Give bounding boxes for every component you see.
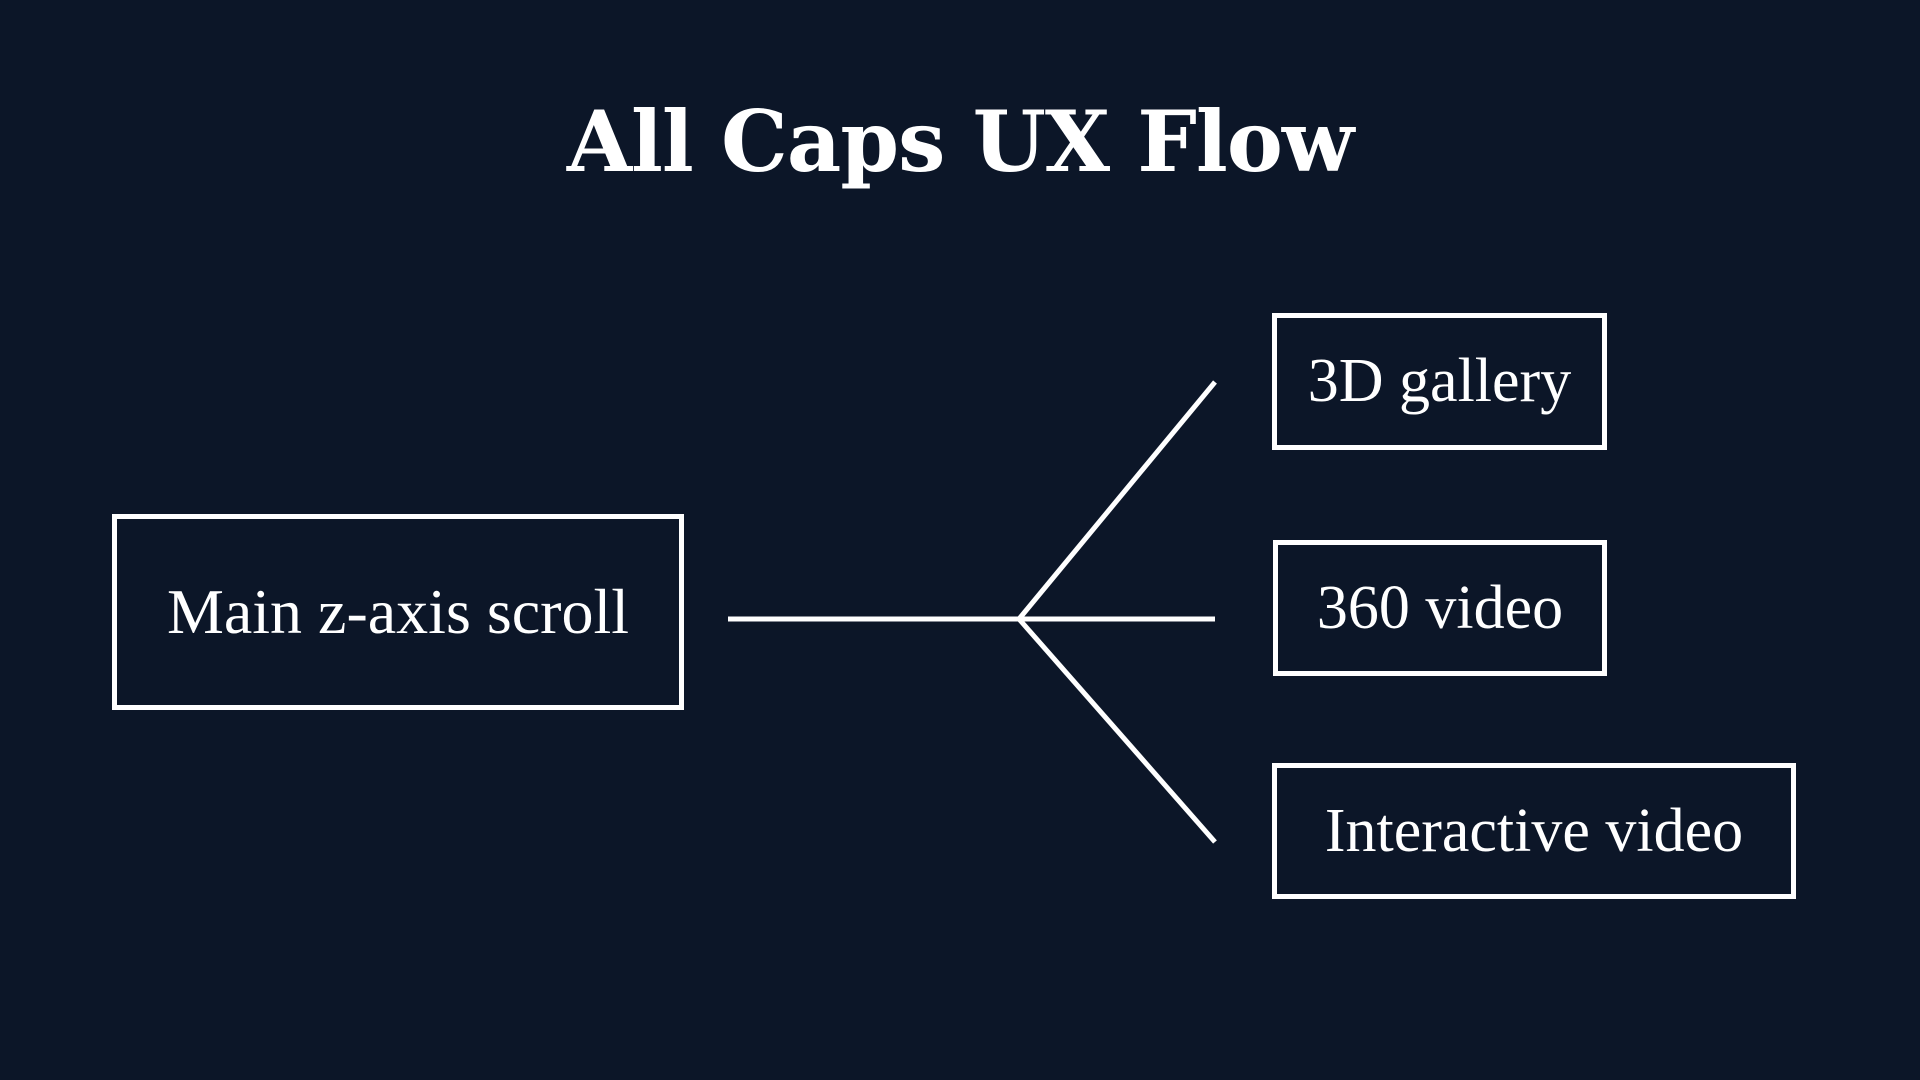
diagram-title: All Caps UX Flow (566, 92, 1354, 191)
node-interactive-video: Interactive video (1272, 763, 1796, 899)
node-main-z-axis-scroll: Main z-axis scroll (112, 514, 684, 710)
node-360-video: 360 video (1273, 540, 1607, 676)
connector-to-3d-gallery (1017, 380, 1217, 621)
node-360-video-label: 360 video (1316, 573, 1564, 642)
node-3d-gallery-label: 3D gallery (1307, 347, 1572, 415)
node-interactive-video-label: Interactive video (1324, 796, 1744, 865)
node-main-label: Main z-axis scroll (166, 576, 630, 647)
node-3d-gallery: 3D gallery (1272, 313, 1607, 450)
connector-to-interactive-video (1017, 617, 1217, 844)
